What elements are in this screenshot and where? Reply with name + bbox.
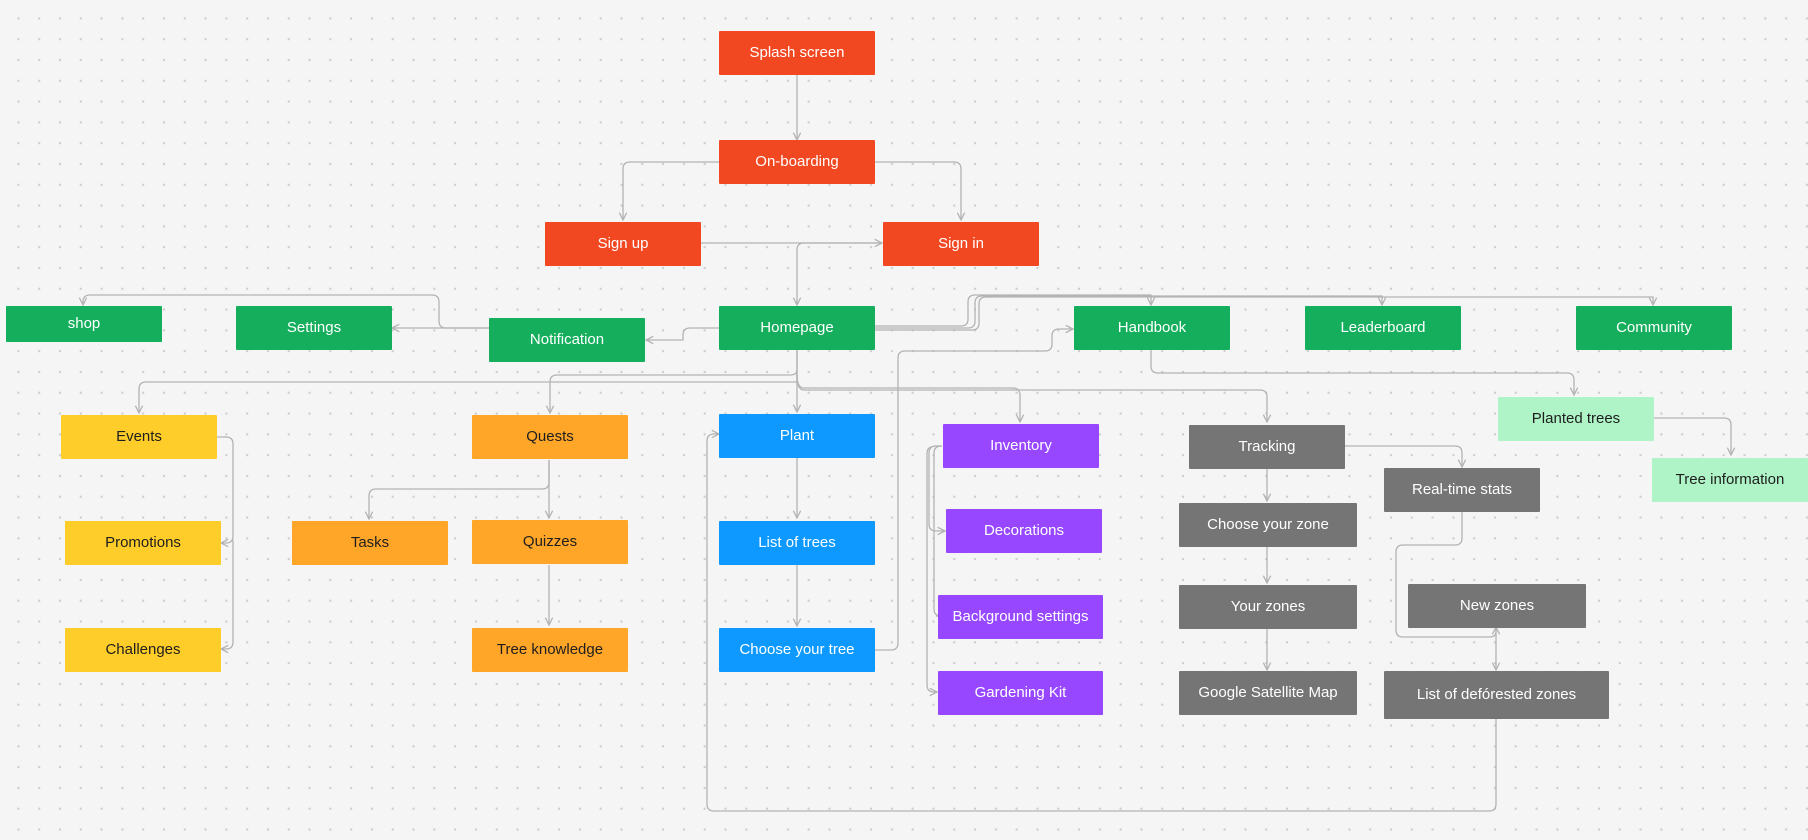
node-label: List of defórested zones [1416,686,1577,703]
node-choose-your-zone[interactable]: Choose your zone [1179,503,1357,547]
node-quizzes[interactable]: Quizzes [472,520,628,564]
connector [369,460,550,519]
node-tasks[interactable]: Tasks [292,521,448,565]
connector [875,161,961,220]
connector [646,327,719,340]
node-inventory[interactable]: Inventory [943,424,1099,468]
connector [623,161,719,220]
connector [797,242,882,305]
node-label: Google Satellite Map [1198,684,1338,701]
node-label: shop [67,315,101,332]
node-notification[interactable]: Notification [489,318,645,362]
node-gardening-kit[interactable]: Gardening Kit [938,671,1103,715]
node-quests[interactable]: Quests [472,415,628,459]
node-label: Community [1616,319,1692,336]
node-real-time-stats[interactable]: Real-time stats [1384,468,1540,512]
node-label: Notification [529,331,605,348]
node-label: Tracking [1238,438,1296,455]
node-label: Sign up [597,235,649,252]
node-label: Plant [779,427,815,444]
node-tree-knowledge[interactable]: Tree knowledge [472,628,628,672]
connector [875,296,1653,331]
node-settings[interactable]: Settings [236,306,392,350]
node-your-zones[interactable]: Your zones [1179,585,1357,629]
node-shop[interactable]: shop [6,306,162,342]
node-tree-information[interactable]: Tree information [1652,458,1808,502]
node-leaderboard[interactable]: Leaderboard [1305,306,1461,350]
node-label: Promotions [105,534,181,551]
node-label: Homepage [760,319,834,336]
node-plant[interactable]: Plant [719,414,875,458]
node-label: Choose your tree [739,641,855,658]
node-label: Real-time stats [1411,481,1513,498]
node-handbook[interactable]: Handbook [1074,306,1230,350]
node-label: Leaderboard [1340,319,1426,336]
node-label: Settings [286,319,342,336]
node-promotions[interactable]: Promotions [65,521,221,565]
node-sign-up[interactable]: Sign up [545,222,701,266]
node-label: Planted trees [1531,410,1621,427]
node-homepage[interactable]: Homepage [719,306,875,350]
connector [139,350,798,413]
node-tracking[interactable]: Tracking [1189,425,1345,469]
node-label: New zones [1459,597,1535,614]
connector [1150,350,1574,395]
node-sign-in[interactable]: Sign in [883,222,1039,266]
node-on-boarding[interactable]: On-boarding [719,140,875,184]
node-label: On-boarding [755,153,839,170]
node-planted-trees[interactable]: Planted trees [1498,397,1654,441]
node-list-of-trees[interactable]: List of trees [719,521,875,565]
node-label: Tree information [1675,471,1785,488]
connector [550,369,798,413]
node-label: List of trees [758,534,836,551]
node-label: Background settings [952,608,1089,625]
node-events[interactable]: Events [61,415,217,459]
connector [1652,417,1731,455]
node-list-of-deforested-zones[interactable]: List of defórested zones [1384,671,1609,719]
node-label: Splash screen [749,44,845,61]
connector [221,540,234,649]
node-new-zones[interactable]: New zones [1408,584,1586,628]
node-label: Events [116,428,162,445]
connector [926,445,937,692]
node-label: Tasks [350,534,390,551]
node-google-satellite-map[interactable]: Google Satellite Map [1179,671,1357,715]
node-label: Challenges [105,641,181,658]
node-splash-screen[interactable]: Splash screen [719,31,875,75]
connector [933,445,942,616]
node-label: Tree knowledge [496,641,604,658]
node-label: Decorations [983,522,1065,539]
node-label: Handbook [1117,319,1187,336]
node-label: Sign in [938,235,984,252]
node-community[interactable]: Community [1576,306,1732,350]
node-label: Your zones [1230,598,1306,615]
node-decorations[interactable]: Decorations [946,509,1102,553]
node-challenges[interactable]: Challenges [65,628,221,672]
node-label: Quests [526,428,574,445]
node-label: Quizzes [522,533,578,550]
connector [1345,445,1462,467]
node-background-settings[interactable]: Background settings [938,595,1103,639]
node-label: Gardening Kit [974,684,1067,701]
node-choose-your-tree[interactable]: Choose your tree [719,628,875,672]
node-label: Choose your zone [1207,516,1329,533]
node-label: Inventory [990,437,1052,454]
